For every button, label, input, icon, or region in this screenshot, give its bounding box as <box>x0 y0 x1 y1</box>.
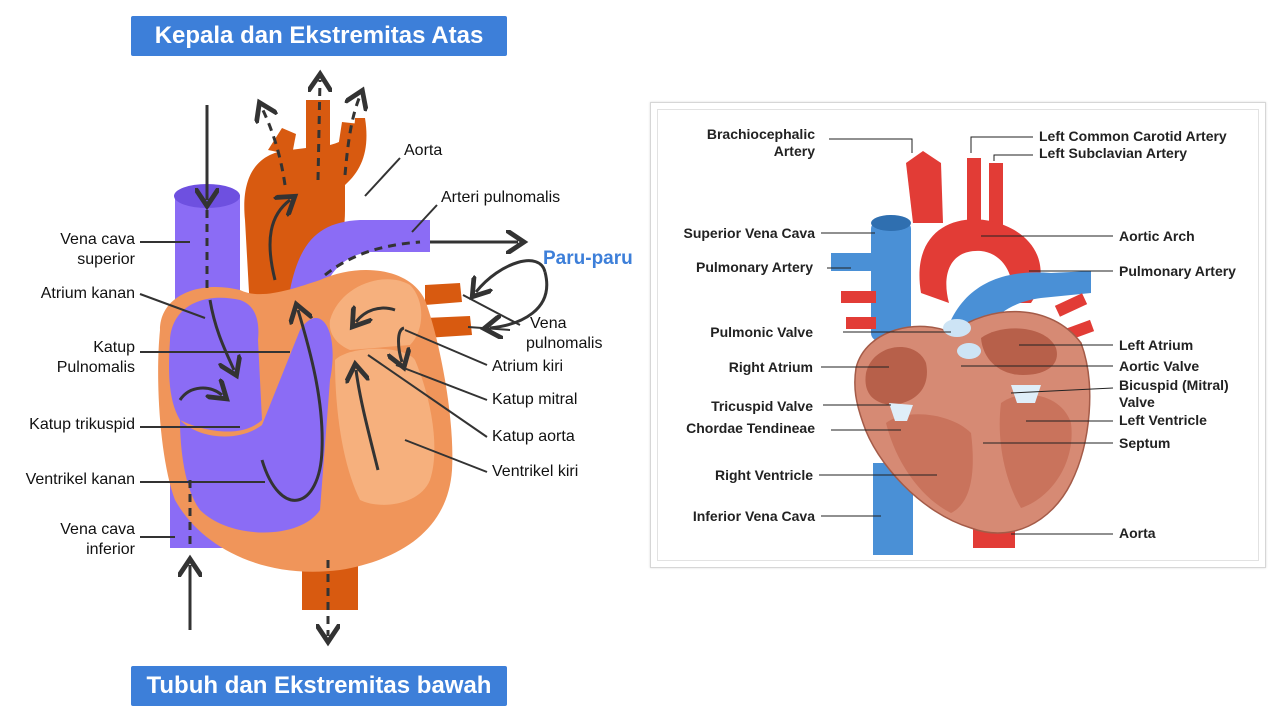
label-left-ventricle: Left Ventricle <box>1119 412 1207 428</box>
label-left-common-carotid: Left Common Carotid Artery <box>1039 128 1227 144</box>
anatomy-leader-lines <box>819 136 1114 535</box>
label-left-atrium: Left Atrium <box>1119 337 1194 353</box>
right-atrium-anat <box>865 346 927 405</box>
label-atrium-kiri: Atrium kiri <box>492 358 564 375</box>
label-katup-trikuspid: Katup trikuspid <box>29 416 135 433</box>
svc-opening <box>871 215 911 231</box>
label-tricuspid-valve: Tricuspid Valve <box>711 398 813 414</box>
bottom-banner: Tubuh dan Ekstremitas bawah <box>131 666 507 706</box>
right-atrium-chamber <box>169 297 262 432</box>
tricuspid-anat <box>889 403 913 421</box>
label-atrium-kanan: Atrium kanan <box>40 285 135 302</box>
label-ventrikel-kiri: Ventrikel kiri <box>492 463 579 480</box>
pulmonic-valve-anat <box>943 319 971 337</box>
label-bicuspid-valve: Bicuspid (Mitral)Valve <box>1119 377 1229 410</box>
carotid-vessel <box>967 158 981 238</box>
aorta-branch-3 <box>338 122 360 150</box>
label-aortic-valve: Aortic Valve <box>1119 358 1200 374</box>
flow-dashed-branch-3 <box>343 96 360 176</box>
right-ventricle-anat <box>886 414 973 513</box>
label-aortic-arch: Aortic Arch <box>1119 228 1195 244</box>
aorta-branch-2 <box>306 100 330 148</box>
label-katup-mitral: Katup mitral <box>492 391 578 408</box>
label-left-subclavian: Left Subclavian Artery <box>1039 145 1188 161</box>
label-right-atrium: Right Atrium <box>728 359 813 375</box>
red-left-branch-1 <box>841 291 876 303</box>
vena-cava-superior-shape <box>175 195 240 300</box>
label-aorta-right: Aorta <box>1119 525 1156 541</box>
flow-dashed-branch-2 <box>318 80 320 181</box>
flow-arrow-from-lungs <box>476 259 547 292</box>
flow-arrow-rv <box>260 310 324 502</box>
pa-left-branch <box>831 253 876 271</box>
flow-dashed-branch-1 <box>262 108 287 186</box>
anatomy-panel-frame <box>657 109 1259 561</box>
label-inferior-vena-cava: Inferior Vena Cava <box>692 508 815 524</box>
label-pulmonary-artery-right: Pulmonary Artery <box>1119 263 1236 279</box>
red-right-branch-1 <box>1054 293 1088 317</box>
red-left-branch-2 <box>846 317 876 329</box>
anatomical-heart <box>819 136 1114 555</box>
flow-dashed-pulm <box>324 240 421 277</box>
left-ventricle-anat <box>999 394 1072 508</box>
flow-arrow-tricuspid <box>178 388 222 400</box>
label-paru-paru: Paru-paru <box>543 248 633 269</box>
flow-arrow-la <box>356 308 396 322</box>
label-pulmonic-valve: Pulmonic Valve <box>710 324 813 340</box>
label-superior-vena-cava: Superior Vena Cava <box>683 225 815 241</box>
label-arteri-pulmonalis: Arteri pulnomalis <box>441 189 561 206</box>
aorta-branch-1 <box>268 128 296 155</box>
aorta-shape <box>244 118 367 310</box>
label-aorta: Aorta <box>404 142 443 159</box>
flow-arrow-ra <box>208 299 234 370</box>
aortic-arch-vessel <box>919 219 1041 303</box>
flow-arrow-lv <box>356 370 380 471</box>
label-pulmonary-artery-left: Pulmonary Artery <box>696 259 813 275</box>
pulmonary-vein-lower <box>425 316 472 338</box>
label-ventrikel-kanan: Ventrikel kanan <box>25 471 135 488</box>
label-chordae-tendineae: Chordae Tendineae <box>686 420 815 436</box>
label-septum: Septum <box>1119 435 1171 451</box>
label-right-ventricle: Right Ventricle <box>714 467 813 483</box>
pulmonary-vein-upper <box>425 283 462 305</box>
mitral-anat <box>1011 385 1041 403</box>
leader-lines <box>139 157 521 538</box>
aortic-valve-anat <box>957 343 981 359</box>
right-ventricle-chamber <box>180 318 333 533</box>
flow-arrow-from-lungs-2 <box>490 271 549 328</box>
flow-arrow-aorta-up <box>268 200 290 281</box>
brachiocephalic-vessel <box>906 151 943 223</box>
left-atrium-anat <box>981 328 1057 375</box>
heart-flow-diagram <box>139 0 549 720</box>
svc-vessel <box>871 221 911 341</box>
flow-arrow-mitral <box>399 326 405 362</box>
label-katup-aorta: Katup aorta <box>492 428 575 445</box>
top-banner: Kepala dan Ekstremitas Atas <box>131 16 507 56</box>
